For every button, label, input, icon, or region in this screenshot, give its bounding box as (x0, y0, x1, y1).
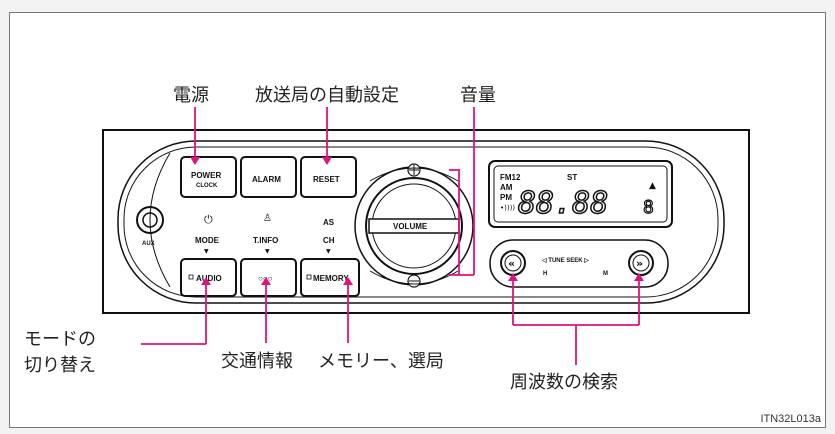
power-button[interactable]: POWER CLOCK (180, 156, 237, 198)
callout-traffic: 交通情報 (221, 351, 293, 372)
chevron-left-icon: « (508, 257, 515, 270)
tune-seek-control: « » ◁ TUNE SEEK ▷ H M (489, 239, 669, 288)
alarm-label: ALARM (252, 175, 281, 184)
preset-digit: 8 (643, 197, 654, 218)
signal-icon: •)))) (500, 204, 515, 212)
bell-indicator-icon: ▲ (649, 181, 656, 191)
figure-code: ITN32L013a (760, 413, 821, 425)
callout-lines (141, 107, 640, 365)
callout-search: 周波数の検索 (510, 372, 618, 393)
callout-mode-line1: モードの (24, 329, 96, 350)
fm-indicator: FM12 (500, 173, 521, 182)
tinfo-down-icon: ▼ (265, 248, 270, 255)
callout-power: 電源 (173, 85, 209, 106)
memory-label: MEMORY (313, 274, 349, 283)
power-symbol-icon: ⏻ (204, 213, 213, 226)
alarm-button[interactable]: ALARM (240, 156, 297, 198)
callout-mode-line2: 切り替え (24, 355, 96, 376)
mode-down-icon: ▼ (204, 248, 209, 255)
ch-label: CH (323, 236, 335, 245)
audio-label: AUDIO (196, 274, 222, 283)
tinfo-label: T.INFO (253, 236, 278, 245)
h-label: H (543, 271, 547, 277)
chevron-right-icon: » (636, 257, 643, 270)
power-label: POWER (191, 171, 221, 180)
volume-label: VOLUME (393, 222, 428, 231)
st-indicator: ST (567, 173, 577, 182)
m-label: M (603, 271, 608, 277)
callout-arrowheads (190, 157, 644, 285)
am-indicator: AM (500, 183, 513, 192)
volume-knob[interactable]: VOLUME (354, 163, 474, 288)
frequency-digits: 88.88 (518, 186, 608, 221)
memory-button[interactable]: MEMORY (300, 258, 360, 297)
pm-indicator: PM (500, 193, 512, 202)
ch-down-icon: ▼ (326, 248, 331, 255)
callout-memory: メモリー、選局 (318, 351, 444, 372)
figure-frame: AUX POWER CLOCK ALARM RESET ⏻ MODE ▼ ♙ T… (9, 12, 826, 428)
reset-button[interactable]: RESET (300, 156, 357, 198)
callout-auto-preset: 放送局の自動設定 (255, 85, 399, 106)
callout-volume: 音量 (460, 85, 496, 106)
mode-label: MODE (195, 236, 220, 245)
tune-seek-label: ◁ TUNE SEEK ▷ (541, 257, 589, 264)
aux-label: AUX (142, 241, 155, 247)
clock-label: CLOCK (196, 183, 218, 189)
as-label: AS (323, 218, 335, 227)
reset-label: RESET (313, 175, 340, 184)
lcd-display: FM12 ST AM PM •)))) 88.88 8 ▲ (488, 160, 673, 228)
bell-icon: ♙ (263, 213, 272, 224)
audio-button[interactable]: AUDIO (180, 258, 237, 297)
traffic-button[interactable]: ○○○ (240, 258, 297, 297)
radio-panel: AUX POWER CLOCK ALARM RESET ⏻ MODE ▼ ♙ T… (102, 107, 750, 365)
